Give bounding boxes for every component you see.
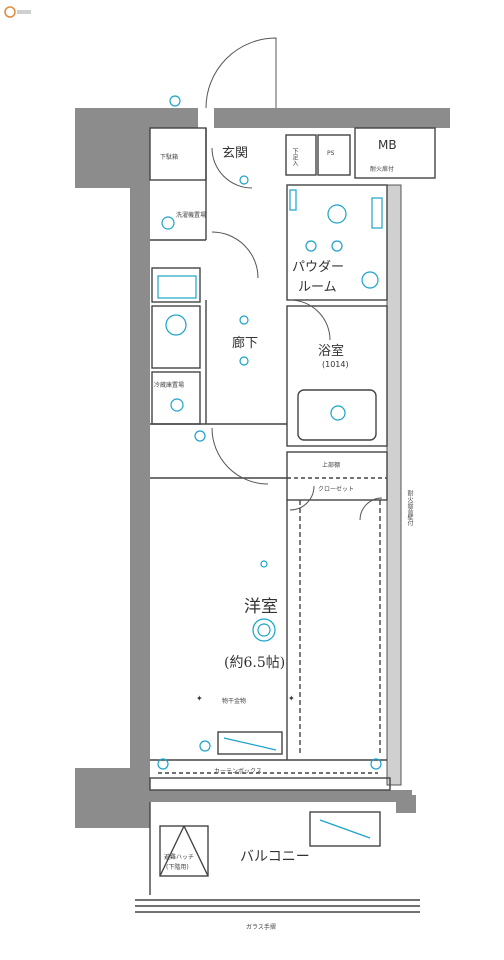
label-corridor: 廊下 xyxy=(232,336,259,351)
door-swings xyxy=(205,37,383,521)
structural-walls xyxy=(75,108,450,828)
label-glass-rail: ガラス手摺 xyxy=(246,924,276,931)
label-curtain-box: カーテンボックス xyxy=(214,768,262,775)
label-washer: 洗濯機置場 xyxy=(176,212,207,219)
label-evac-hatch-1: 避難ハッチ xyxy=(164,854,195,861)
label-fridge: 冷蔵庫置場 xyxy=(154,382,185,389)
label-mb: MB xyxy=(378,138,397,152)
label-balcony: バルコニー xyxy=(240,849,310,865)
label-closet: クローゼット xyxy=(318,486,355,493)
label-fire-wall: 耐火遮音壁付 xyxy=(406,490,413,526)
label-powder-room-2: ルーム xyxy=(298,280,337,295)
label-bathroom-size: (1014) xyxy=(322,360,349,369)
label-mb-door: 耐火扉付 xyxy=(370,166,395,173)
company-logo xyxy=(4,6,31,18)
label-western-room-size: (約6.5帖) xyxy=(224,655,286,671)
label-upper-cabinet: 上部棚 xyxy=(322,462,341,469)
label-evac-hatch-2: (下階用) xyxy=(166,864,189,871)
equipment-icons xyxy=(157,95,383,839)
label-entrance: 玄関 xyxy=(222,146,249,161)
label-shoe-box: 下駄箱 xyxy=(160,154,179,161)
label-kb: 下足入 xyxy=(291,148,298,166)
rail-marks: ✦ ✦ xyxy=(196,694,295,703)
svg-text:✦: ✦ xyxy=(288,694,295,703)
partitions xyxy=(135,127,436,913)
label-ceiling-rail: 物干金物 xyxy=(222,698,247,705)
label-western-room: 洋室 xyxy=(244,597,278,617)
label-bathroom: 浴室 xyxy=(318,344,345,359)
svg-text:✦: ✦ xyxy=(196,694,203,703)
label-ps: PS xyxy=(327,150,335,157)
fire-wall xyxy=(386,184,402,786)
label-powder-room-1: パウダー xyxy=(292,260,345,275)
